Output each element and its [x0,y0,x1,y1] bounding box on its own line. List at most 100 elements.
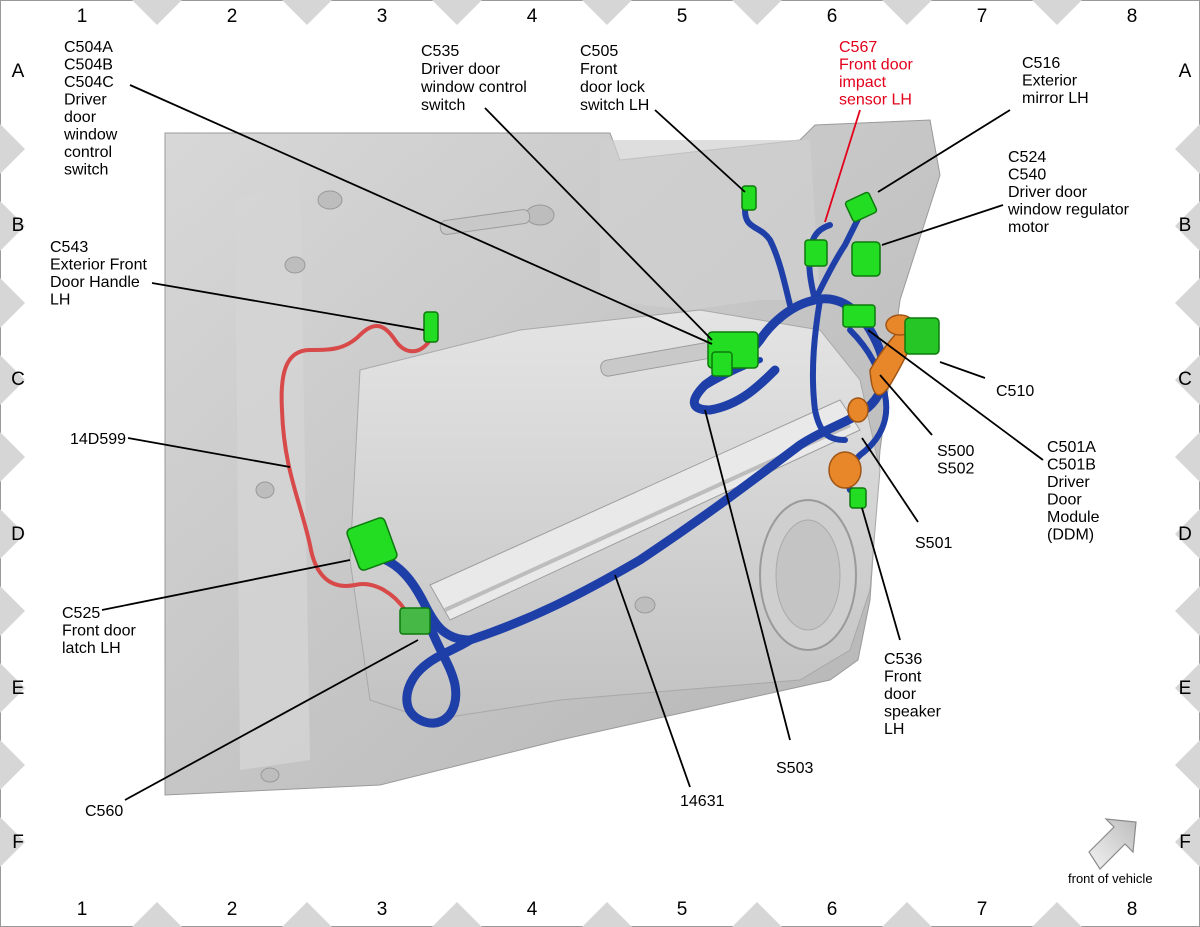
connector-c525 [346,517,398,571]
label-c543: C543 Exterior Front Door Handle LH [50,239,151,309]
row-label: B [1179,215,1192,236]
grid-marker [732,0,782,25]
col-label: 6 [827,899,838,920]
label-14d599: 14D599 [70,431,126,448]
grid-marker [1175,201,1200,251]
connector-c560 [399,607,431,635]
label-c516: C516 Exterior mirror LH [1022,55,1089,107]
connector-c516 [844,191,878,223]
col-label: 4 [527,6,538,27]
grid-marker [0,201,25,251]
grid-marker [1175,432,1200,482]
leader-c510 [939,361,986,379]
label-c560: C560 [85,803,123,820]
col-label: 5 [677,6,688,27]
grid-marker [0,432,25,482]
grid-marker [582,0,632,25]
leader-s500 [879,374,933,436]
leader-c516 [877,109,1011,193]
leader-14d599 [127,437,291,468]
grid-marker [1175,817,1200,867]
grid-marker [132,0,182,25]
leader-lines [101,84,1044,801]
leader-c501 [867,329,1044,461]
label-s500-s502: S500 S502 [937,443,979,478]
row-labels-left: A B C D E F [11,61,25,853]
connector-c524 [851,241,881,277]
row-label: C [1178,369,1192,390]
col-label: 2 [227,899,238,920]
label-c501-ddm: C501A C501B Driver Door Module (DDM) [1047,439,1104,544]
row-label: B [12,215,25,236]
grid-marker [1175,740,1200,790]
leader-c543 [151,282,425,331]
grid-marker [0,278,25,328]
connector-c536 [849,487,867,509]
row-label: A [12,61,25,82]
grid-marker [282,902,332,927]
column-labels-bottom: 1 2 3 4 5 6 7 8 [77,899,1138,920]
connectors [346,185,940,635]
callouts: C504A C504B C504C Driver door window con… [50,39,1130,820]
label-s501: S501 [915,535,952,552]
col-label: 6 [827,6,838,27]
label-c535: C535 Driver door window control switch [420,43,531,114]
col-label: 3 [377,899,388,920]
leader-c504 [129,84,713,345]
grid-marker [1032,902,1082,927]
grid-marker [582,902,632,927]
grid-marker [432,0,482,25]
grid-marker [0,124,25,174]
label-c525: C525 Front door latch LH [62,605,140,657]
grid-marker [0,817,25,867]
col-label: 3 [377,6,388,27]
row-label: E [1179,678,1192,699]
connector-c543 [423,311,439,343]
label-c510: C510 [996,383,1034,400]
grid-marker [1175,124,1200,174]
row-label: F [12,832,24,853]
grid-marker [1175,509,1200,559]
grid-marker [1175,355,1200,405]
grommet [847,397,869,423]
label-c567: C567 Front door impact sensor LH [839,39,917,109]
row-label: F [1179,832,1191,853]
label-s503: S503 [776,760,813,777]
label-c505: C505 Front door lock switch LH [580,43,649,114]
row-labels-right: A B C D E F [1178,61,1192,853]
harness-14d599 [279,324,432,612]
leader-14631 [614,574,691,788]
grid-marker [0,509,25,559]
grommet [828,451,862,489]
label-c504: C504A C504B C504C Driver door window con… [63,39,122,179]
direction-arrow-icon [1088,818,1137,870]
col-label: 1 [77,6,88,27]
col-label: 7 [977,899,988,920]
grid-marker [0,586,25,636]
grid-marker [882,0,932,25]
leader-c535 [484,107,713,341]
connector-c504-part [711,351,733,377]
col-label: 4 [527,899,538,920]
column-labels-top: 1 2 3 4 5 6 7 8 [77,6,1138,27]
grid-marker [0,663,25,713]
connector-c567 [804,239,828,267]
grid-marker [282,0,332,25]
row-label: D [1178,524,1192,545]
row-label: D [11,524,25,545]
col-label: 1 [77,899,88,920]
row-label: E [12,678,25,699]
grid-marker [1032,0,1082,25]
grid-marker [0,740,25,790]
grid-marker [882,902,932,927]
label-14631: 14631 [680,793,725,810]
grid-marker [432,902,482,927]
grid-marker [1175,663,1200,713]
col-label: 2 [227,6,238,27]
col-label: 5 [677,899,688,920]
connector-c501 [842,304,876,328]
leader-c536 [861,507,901,641]
leader-c524 [881,204,1004,246]
row-label: A [1179,61,1192,82]
